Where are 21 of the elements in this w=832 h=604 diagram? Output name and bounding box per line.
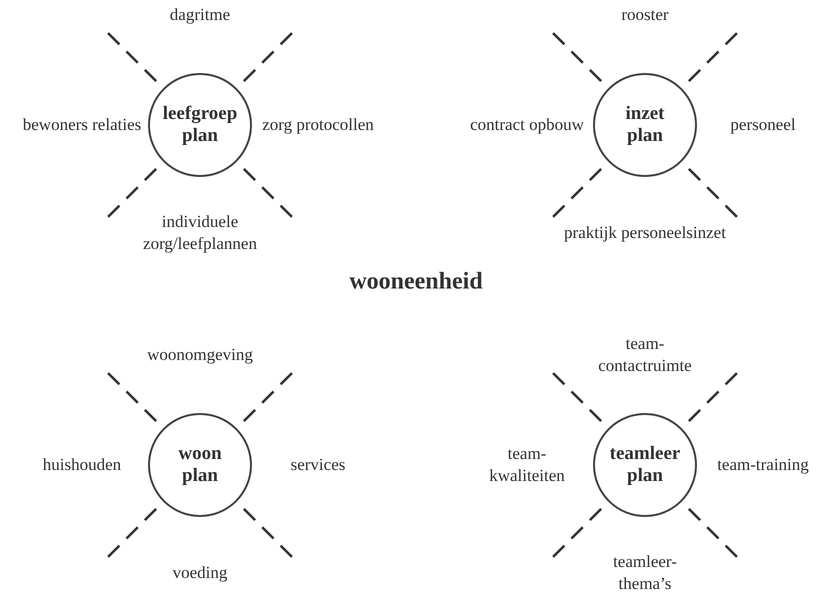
circle-caption: zorg protocollen (261, 114, 375, 136)
circle-caption: services (290, 454, 346, 476)
circle-caption: team-kwaliteiten (488, 442, 566, 487)
circle-caption: personeel (729, 114, 797, 136)
circle-node: teamleer plan (593, 413, 697, 517)
circle-caption: individuele zorg/leefplannen (142, 210, 258, 255)
circle-caption: huishouden (42, 454, 122, 476)
circle-caption: team-training (716, 454, 810, 476)
circle-node: leefgroep plan (148, 73, 252, 177)
center-heading: wooneenheid (349, 268, 483, 296)
circle-caption: contract opbouw (469, 114, 585, 136)
circle-caption: dagritme (168, 4, 232, 26)
circle-caption: team-contactruimte (597, 332, 693, 377)
circle-caption: voeding (172, 562, 228, 584)
circle-caption: praktijk personeelsinzet (563, 222, 727, 244)
circle-caption: teamleer-thema’s (612, 550, 678, 595)
circle-caption: bewoners relaties (22, 114, 142, 136)
circle-node: inzet plan (593, 73, 697, 177)
circle-node: woon plan (148, 413, 252, 517)
circle-caption: woonomgeving (146, 344, 254, 366)
circle-caption: rooster (620, 4, 670, 26)
